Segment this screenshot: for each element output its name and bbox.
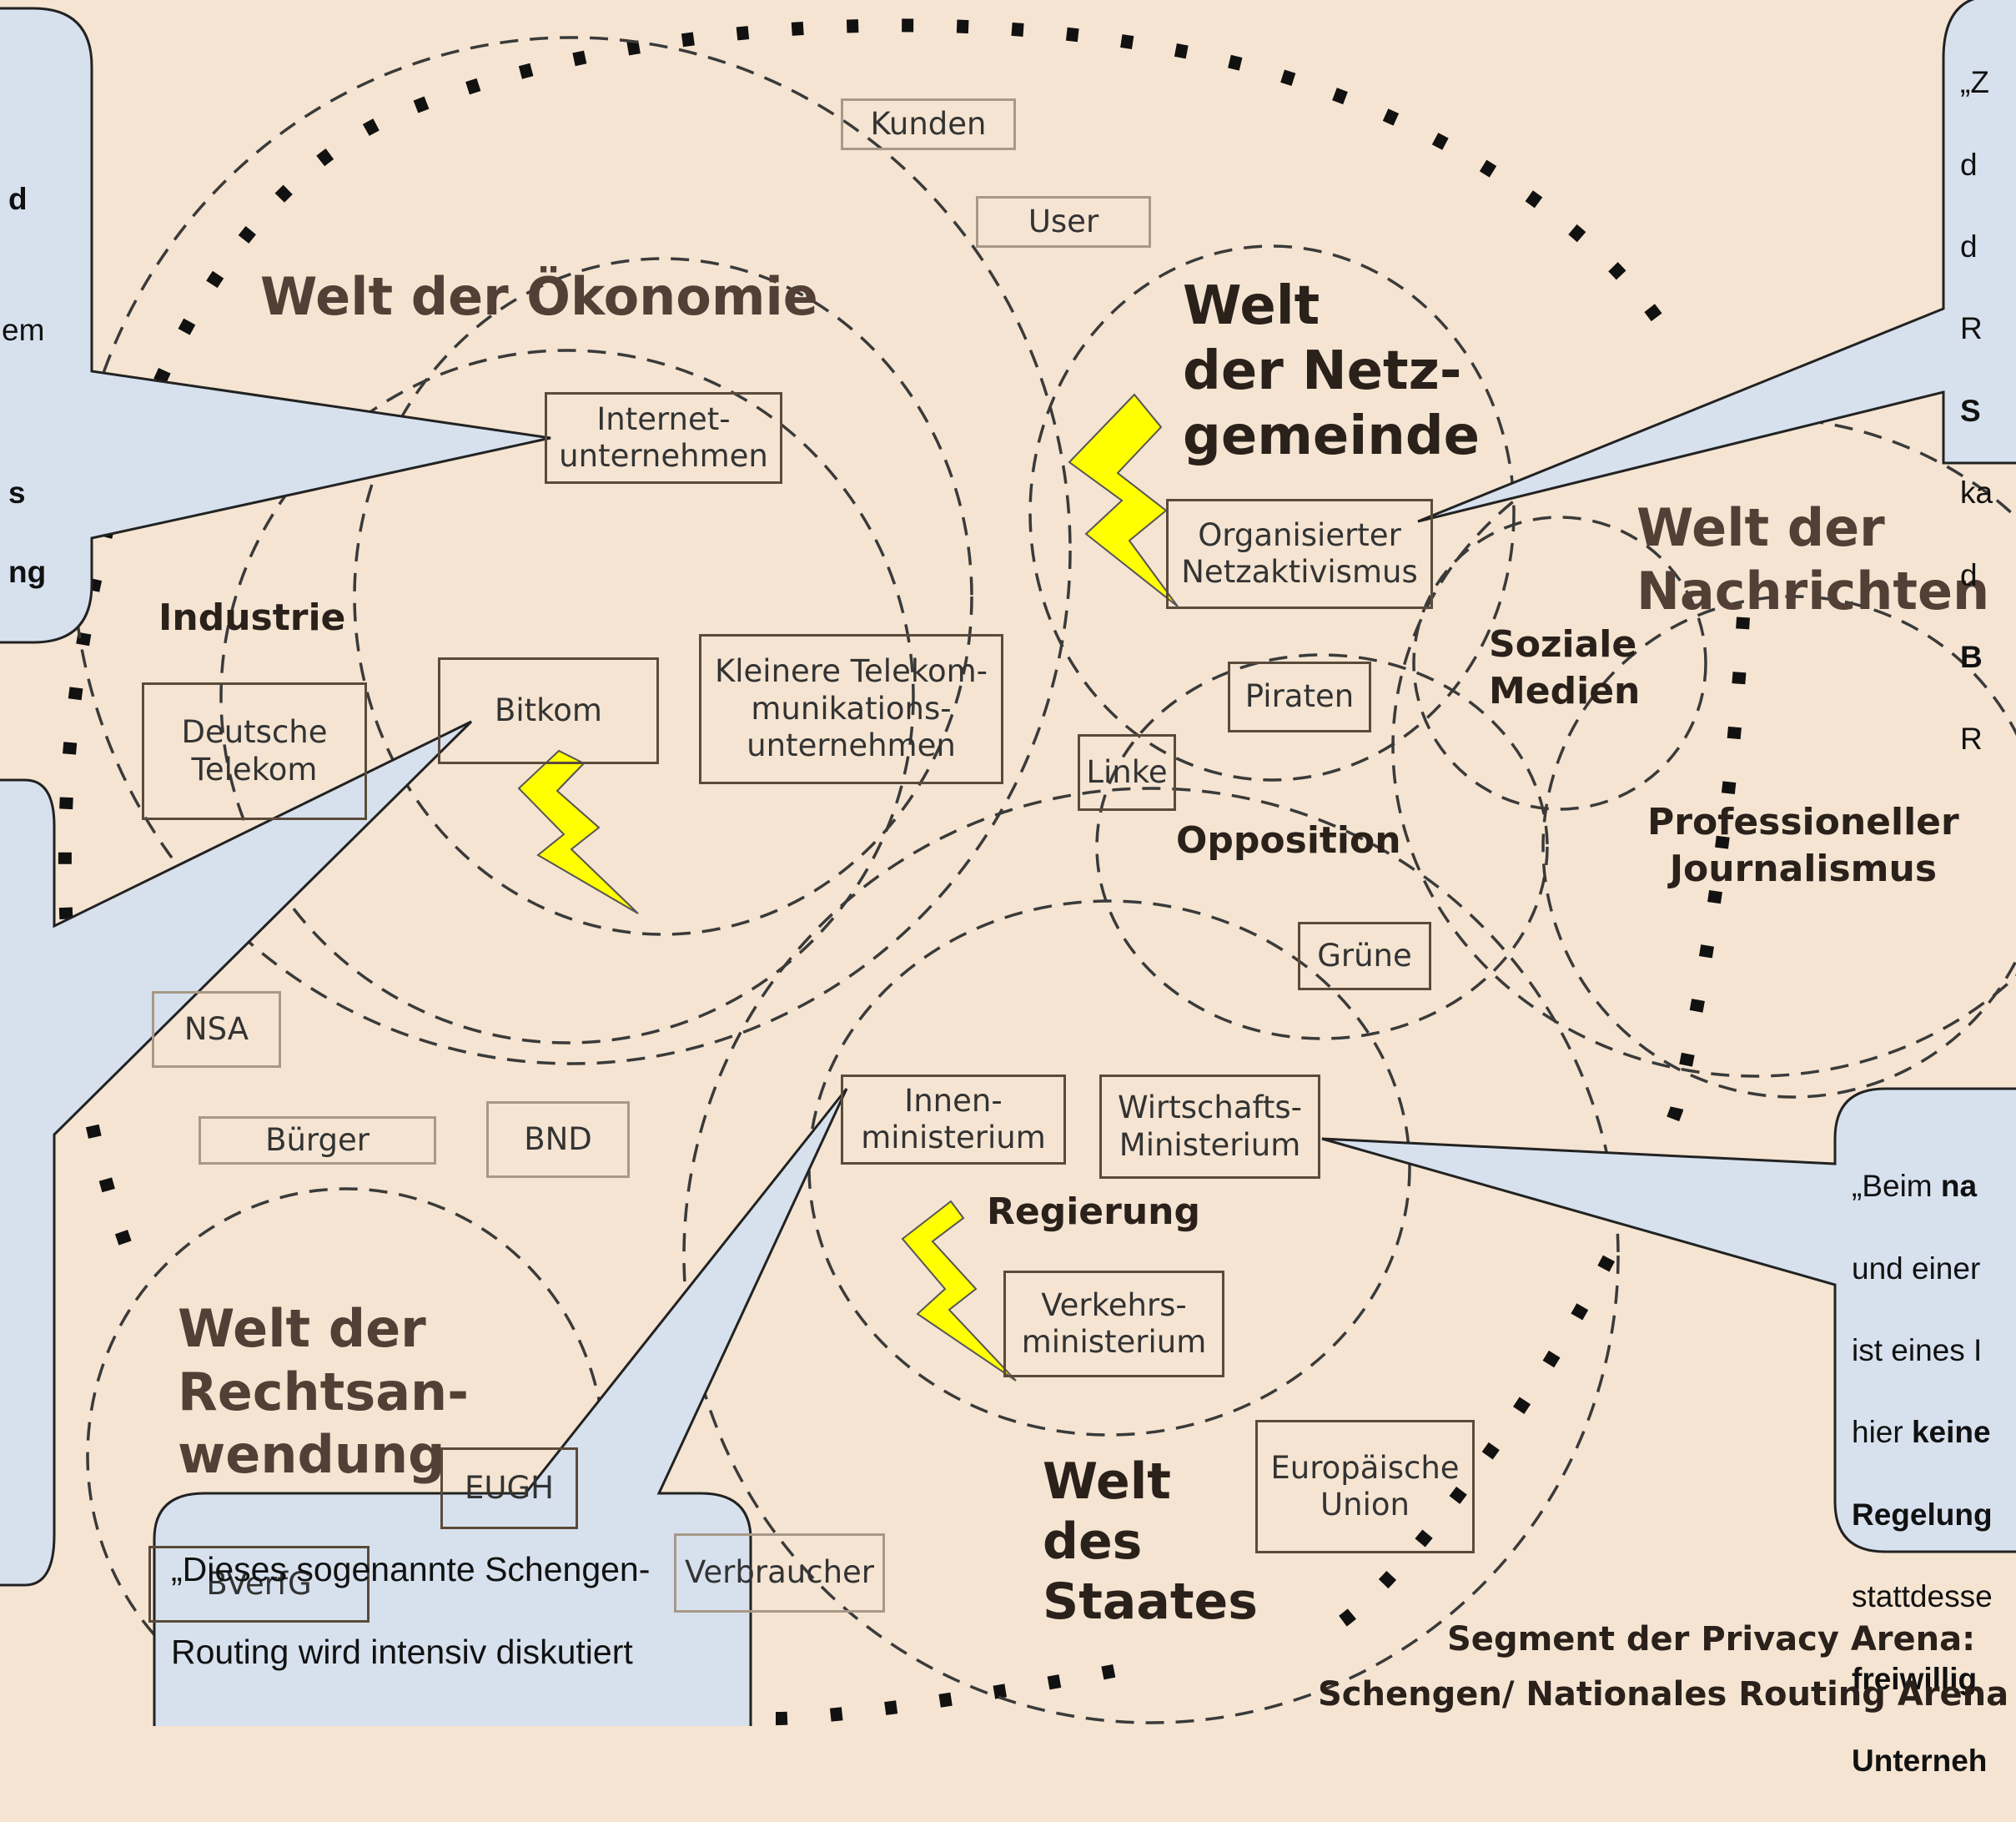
circle-staat	[682, 787, 1620, 1724]
footer-arena-label: Schengen/ Nationales Routing Arena	[1318, 1675, 2009, 1714]
lightning-icon-bitkom	[517, 749, 639, 914]
callout-bottom-center-line: Routing wird intensiv diskutiert	[171, 1632, 633, 1671]
box-user: User	[976, 196, 1151, 248]
callout-bottom-right-line: und einer	[1852, 1251, 1981, 1286]
callout-top-left-line: ng	[8, 554, 47, 589]
box-verkehrsministerium: Verkehrs- ministerium	[1003, 1271, 1224, 1377]
circle-internet	[353, 257, 973, 936]
world-oekonomie-title: Welt der Ökonomie	[260, 266, 818, 327]
callout-top-right-line: „Z	[1960, 65, 1989, 100]
diagram-canvas	[0, 0, 2016, 1726]
callout-top-left-shape	[0, 7, 551, 644]
box-buerger: Bürger	[199, 1116, 436, 1165]
world-staat-title: Welt des Staates	[1043, 1452, 1258, 1631]
box-europaeische-union: Europäische Union	[1255, 1420, 1475, 1553]
callout-top-right-line: ka	[1960, 476, 1993, 511]
circle-regierung	[807, 899, 1411, 1437]
callout-bottom-center-line: „Dieses sogenannte Schengen-	[171, 1550, 651, 1589]
box-innenministerium: Innen- ministerium	[841, 1075, 1066, 1165]
lightning-icon-netzgemeinde	[1068, 393, 1179, 607]
world-nachrichten-title: Welt der Nachrichten	[1636, 497, 1990, 622]
callout-bottom-center-shape	[153, 1088, 848, 1726]
circle-oekonomie	[71, 36, 1072, 1065]
callout-bottom-right-run: hier	[1852, 1415, 1912, 1450]
box-nsa: NSA	[152, 991, 281, 1068]
box-kleinere-telekom: Kleinere Telekom- munikations- unternehm…	[699, 634, 1003, 784]
box-verbraucher: Verbraucher	[674, 1533, 885, 1613]
callout-top-right-shape	[1417, 0, 2016, 523]
callout-bottom-right-run: „Beim	[1852, 1169, 1941, 1204]
callout-top-right-text: „Z d d R S ka d B R	[1960, 21, 1993, 801]
box-eugh: EUGH	[440, 1447, 578, 1529]
callout-bottom-right-line: freiwillig	[1852, 1661, 1978, 1696]
label-opposition: Opposition	[1176, 819, 1401, 862]
callout-bottom-center-text: „Dieses sogenannte Schengen- Routing wir…	[171, 1508, 650, 1714]
callout-bottom-right-text: „Beim na und einer ist eines I hier kein…	[1852, 1125, 1993, 1822]
world-rechtsanwendung-title: Welt der Rechtsan- wendung	[178, 1298, 469, 1486]
box-deutsche-telekom: Deutsche Telekom	[142, 682, 367, 820]
callout-top-right-line: R	[1960, 722, 1983, 757]
label-soziale-medien: Soziale Medien	[1489, 623, 1641, 713]
callout-bottom-right-line: ist eines I	[1852, 1333, 1983, 1368]
callout-bottom-right-line: stattdesse	[1852, 1579, 1993, 1614]
callout-left-shape	[0, 720, 473, 1587]
callout-top-right-line: d	[1960, 147, 1978, 182]
callout-bottom-right-run: keine	[1911, 1415, 1991, 1450]
callout-top-right-line: S	[1960, 393, 1981, 428]
lightning-icon-regierung	[901, 1200, 1017, 1382]
box-organisierter-netzaktivismus: Organisierter Netzaktivismus	[1166, 499, 1433, 609]
box-wirtschaftsministerium: Wirtschafts- Ministerium	[1099, 1075, 1320, 1179]
circle-opposition	[1095, 653, 1549, 1040]
callout-bottom-right-run: na	[1940, 1169, 1978, 1204]
privacy-arena-dotted-border	[58, 18, 1750, 1725]
circle-netzgemeinde	[1028, 244, 1516, 782]
box-kunden: Kunden	[841, 98, 1016, 150]
callout-bottom-right-shape	[1321, 1087, 2016, 1553]
box-internetunternehmen: Internet- unternehmen	[545, 392, 782, 484]
box-bitkom: Bitkom	[438, 657, 659, 764]
label-journalismus: Professioneller Journalismus	[1647, 801, 1959, 891]
callout-bottom-right-line: Regelung	[1852, 1497, 1993, 1532]
callout-top-right-line: d	[1960, 557, 1978, 592]
callout-top-right-line: d	[1960, 229, 1978, 264]
label-regierung: Regierung	[987, 1190, 1200, 1233]
label-industrie: Industrie	[158, 596, 346, 639]
box-bverfg: BVerfG	[148, 1546, 370, 1623]
callout-top-left-line: d	[8, 182, 28, 217]
box-piraten: Piraten	[1228, 662, 1371, 732]
box-bnd: BND	[486, 1101, 630, 1178]
callout-top-right-line: B	[1960, 640, 1983, 675]
world-netzgemeinde-title: Welt der Netz- gemeinde	[1183, 275, 1481, 468]
callout-top-right-line: R	[1960, 311, 1983, 346]
callout-top-left-text: d em s ng	[2, 140, 47, 631]
circle-journalismus	[1541, 595, 2016, 1099]
box-linke: Linke	[1078, 734, 1176, 811]
callout-bottom-right-line: Unterneh	[1852, 1744, 1988, 1779]
footer-segment-label: Segment der Privacy Arena:	[1447, 1620, 1976, 1658]
callout-top-left-line: em	[2, 313, 45, 348]
callout-top-left-line: s	[8, 475, 26, 510]
box-gruene: Grüne	[1298, 922, 1431, 990]
circle-industrie	[219, 349, 915, 1044]
circle-soziale-medien	[1412, 516, 1707, 811]
